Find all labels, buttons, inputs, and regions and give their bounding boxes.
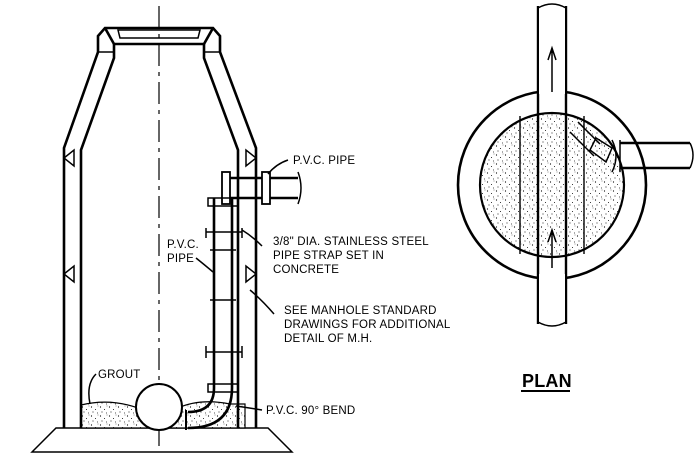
- label-pvc-90-bend: P.V.C. 90° BEND: [266, 405, 355, 417]
- label-pvc-pipe: P.V.C. PIPE: [293, 155, 355, 167]
- plan-bend-fitting: [569, 121, 613, 164]
- manhole-lid: [117, 29, 201, 39]
- plan-inlet-pipe: [620, 141, 690, 170]
- label-manhole-line1: SEE MANHOLE STANDARD: [284, 305, 437, 317]
- manhole-elevation: [30, 6, 302, 453]
- label-strap-line3: CONCRETE: [273, 264, 339, 276]
- manhole-outer-wall: [62, 26, 258, 428]
- plan-main-pipe: [536, 6, 568, 324]
- plan-title: PLAN: [522, 371, 572, 391]
- label-manhole-line2: DRAWINGS FOR ADDITIONAL: [284, 319, 451, 331]
- manhole-inner-wall: [79, 44, 240, 428]
- label-pvc-pipe-side-2: PIPE: [167, 253, 194, 265]
- manhole-plan: [456, 3, 694, 327]
- label-grout: GROUT: [98, 369, 141, 381]
- flow-arrow-lower: [547, 227, 557, 268]
- flow-arrow-upper: [547, 45, 557, 92]
- label-strap-line2: PIPE STRAP SET IN: [273, 250, 384, 262]
- vertical-drop-pipe: [212, 198, 234, 388]
- label-manhole-line3: DETAIL OF M.H.: [284, 333, 372, 345]
- manhole-base: [30, 427, 294, 453]
- label-strap-line1: 3/8" DIA. STAINLESS STEEL: [273, 236, 429, 248]
- label-pvc-pipe-side-1: P.V.C.: [167, 239, 199, 251]
- outlet-pipe-section: [135, 383, 183, 431]
- pipe-strap-lower: [205, 346, 243, 358]
- elevation-callouts: P.V.C. PIPE P.V.C. PIPE 3/8" DIA. STAINL…: [88, 155, 451, 417]
- pipe-strap-upper: [205, 228, 243, 238]
